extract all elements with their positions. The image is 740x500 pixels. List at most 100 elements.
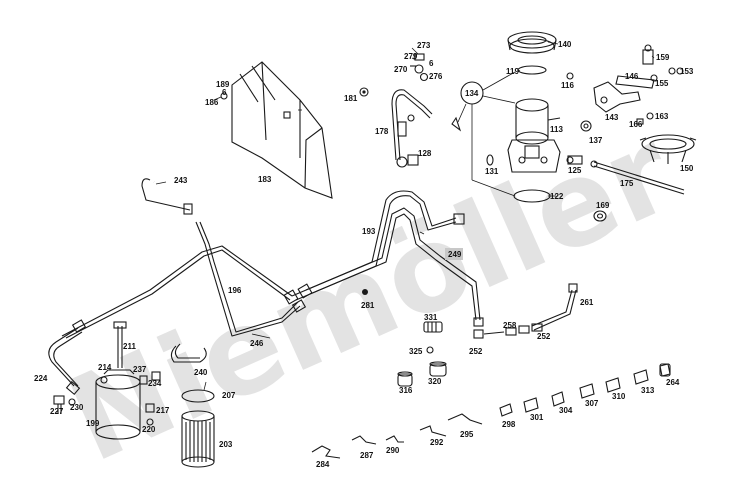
- label-261: 261: [580, 298, 594, 307]
- label-292: 292: [430, 438, 444, 447]
- label-196: 196: [228, 286, 242, 295]
- part-137-grommet: [580, 120, 592, 132]
- part-166-washer: [636, 118, 644, 125]
- part-159-damper: [642, 44, 654, 65]
- label-316: 316: [399, 386, 413, 395]
- label-320: 320: [428, 377, 442, 386]
- part-181-grommet: [359, 87, 369, 97]
- label-137: 137: [589, 136, 603, 145]
- part-clips-row: [499, 363, 671, 417]
- part-207-ring: [181, 389, 215, 403]
- label-128: 128: [418, 149, 432, 158]
- label-6: 6: [429, 59, 434, 68]
- fuel-pipes-main: [61, 178, 481, 339]
- part-178-banjo-pipe: [391, 89, 433, 168]
- label-183: 183: [258, 175, 272, 184]
- label-276: 276: [429, 72, 443, 81]
- part-264-hose: [659, 363, 671, 377]
- part-140-filter-cap: [507, 31, 557, 54]
- part-320-hose: [429, 361, 447, 377]
- label-113: 113: [550, 125, 563, 134]
- label-163: 163: [655, 112, 669, 121]
- part-199-fuel-filter: [95, 369, 141, 440]
- part-281-grommet: [362, 289, 368, 295]
- label-304: 304: [559, 406, 573, 415]
- label-178: 178: [375, 127, 389, 136]
- part-clamps-lower: [311, 413, 483, 459]
- part-131-ring: [486, 154, 494, 166]
- part-240-hose: [170, 343, 207, 363]
- label-146: 146: [625, 72, 639, 81]
- part-316-hose: [397, 371, 413, 387]
- label-169: 169: [596, 201, 610, 210]
- label-227: 227: [50, 407, 64, 416]
- label-193: 193: [362, 227, 376, 236]
- part-258-fittings: [473, 317, 543, 339]
- label-150: 150: [680, 164, 694, 173]
- part-203-filter-element: [181, 410, 215, 468]
- label-220: 220: [142, 425, 156, 434]
- label-166: 166: [629, 120, 643, 129]
- label-264: 264: [666, 378, 680, 387]
- label-331: 331: [424, 313, 438, 322]
- part-113-fuel-pump: [507, 98, 561, 173]
- label-325: 325: [409, 347, 423, 356]
- label-246: 246: [250, 339, 264, 348]
- label-258: 258: [503, 321, 517, 330]
- part-224-pipe: [48, 319, 87, 396]
- part-153-nut: [668, 67, 684, 75]
- label-230: 230: [70, 403, 84, 412]
- leader-lines: [155, 41, 655, 391]
- label-211: 211: [123, 342, 136, 351]
- label-140: 140: [558, 40, 572, 49]
- label-175: 175: [620, 179, 634, 188]
- label-153: 153: [680, 67, 694, 76]
- part-119-o-ring: [517, 65, 547, 75]
- label-290: 290: [386, 446, 400, 455]
- label-249: 249: [448, 250, 462, 259]
- label-125: 125: [568, 166, 582, 175]
- label-313: 313: [641, 386, 655, 395]
- label-279: 279: [404, 52, 418, 61]
- label-270: 270: [394, 65, 408, 74]
- part-220-washer: [146, 418, 154, 426]
- part-bracket-small: [451, 116, 462, 132]
- label-307: 307: [585, 399, 599, 408]
- part-143-bracket: [593, 74, 658, 113]
- label-243: 243: [174, 176, 188, 185]
- highlight-249: [445, 248, 463, 260]
- label-298: 298: [502, 420, 516, 429]
- part-261-pipe: [531, 283, 578, 331]
- part-217-fitting: [145, 403, 155, 413]
- part-234-fitting: [139, 375, 148, 385]
- label-116: 116: [561, 81, 574, 90]
- label-134: 134: [465, 89, 479, 98]
- callout-134: [457, 71, 516, 197]
- part-163-screw: [646, 112, 654, 120]
- label-281: 281: [361, 301, 375, 310]
- part-169-grommet: [593, 210, 607, 222]
- label-284: 284: [316, 460, 330, 469]
- label-119: 119: [506, 67, 519, 76]
- label-224: 224: [34, 374, 48, 383]
- part-270-fitting: [410, 53, 429, 82]
- label-189: 189: [216, 80, 230, 89]
- part-128-nut: [407, 154, 419, 166]
- label-131: 131: [485, 167, 499, 176]
- label-207: 207: [222, 391, 236, 400]
- label-155: 155: [655, 79, 669, 88]
- label-310: 310: [612, 392, 626, 401]
- label-237: 237: [133, 365, 147, 374]
- label-186: 186: [205, 98, 219, 107]
- part-230-washer: [68, 398, 76, 406]
- label-6b: 6: [222, 88, 227, 97]
- label-203: 203: [219, 440, 233, 449]
- label-295: 295: [460, 430, 474, 439]
- part-325-clamp: [426, 346, 434, 354]
- part-331-hose: [423, 321, 443, 333]
- label-252a: 252: [537, 332, 551, 341]
- part-150-mount-ring: [639, 134, 697, 164]
- part-211-bolt: [113, 321, 127, 368]
